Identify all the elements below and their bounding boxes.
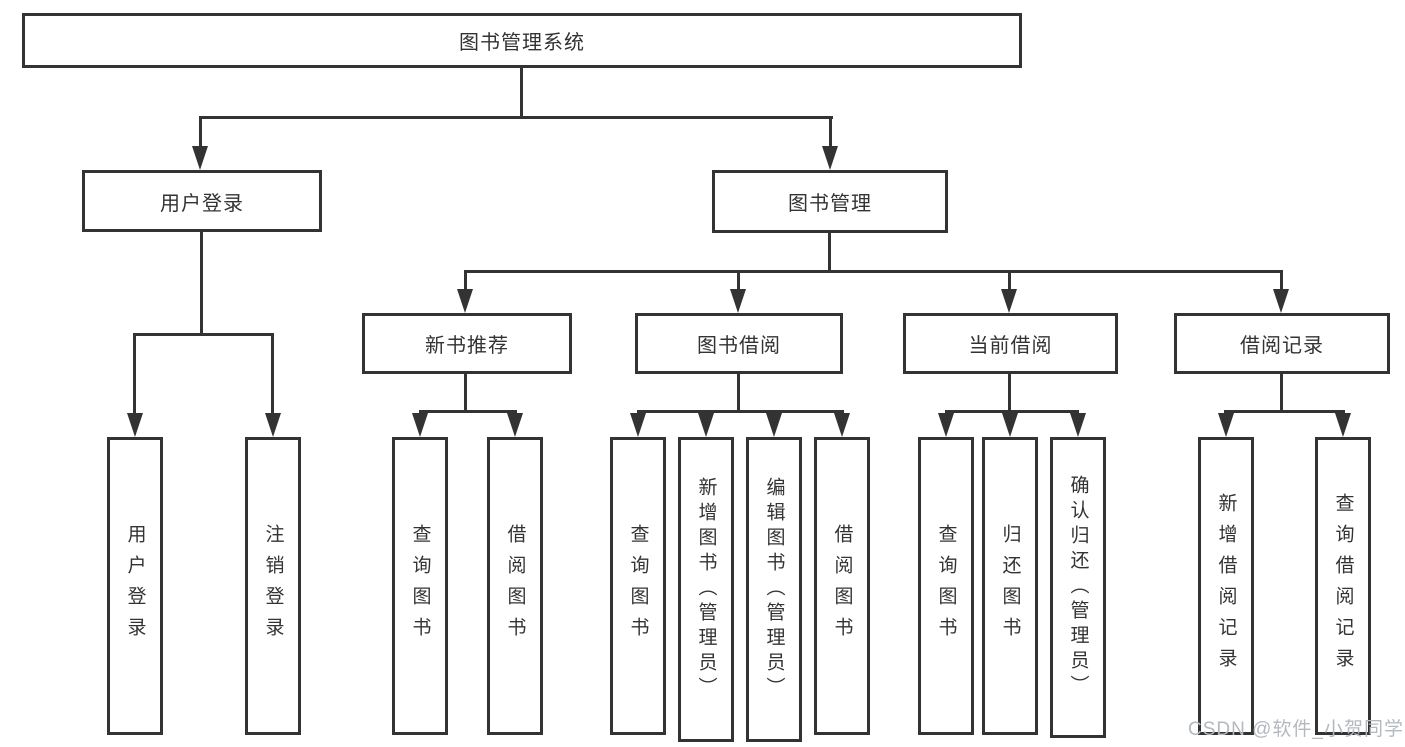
node-bb-add-books-admin: 新增图书（管理员） <box>678 437 734 742</box>
arrowhead-down-icon <box>766 413 782 437</box>
node-label: 查询图书 <box>409 524 431 648</box>
node-bb-borrow-books: 借阅图书 <box>814 437 870 735</box>
node-nbr-query-books: 查询图书 <box>392 437 448 735</box>
node-label: 新书推荐 <box>425 335 509 357</box>
connector-line <box>464 374 467 413</box>
node-br-query-borrow-record: 查询借阅记录 <box>1315 437 1371 735</box>
node-current-borrowing: 当前借阅 <box>903 313 1118 374</box>
node-label: 归还图书 <box>999 524 1021 648</box>
arrowhead-down-icon <box>1335 413 1351 437</box>
node-ul-user-login: 用户登录 <box>107 437 163 735</box>
connector-line <box>200 232 203 335</box>
node-label: 借阅记录 <box>1240 335 1324 357</box>
arrowhead-down-icon <box>1070 413 1086 437</box>
connector-line <box>419 410 517 413</box>
node-label: 编辑图书（管理员） <box>763 477 785 702</box>
node-label: 查询图书 <box>935 524 957 648</box>
node-label: 当前借阅 <box>968 335 1053 357</box>
connector-line <box>133 333 274 336</box>
connector-line <box>1008 270 1011 292</box>
arrowhead-down-icon <box>834 413 850 437</box>
node-label: 查询图书 <box>627 524 649 648</box>
arrowhead-down-icon <box>822 146 838 170</box>
connector-line <box>1280 270 1283 292</box>
node-label: 图书管理系统 <box>459 32 585 54</box>
node-bb-query-books: 查询图书 <box>610 437 666 735</box>
arrowhead-down-icon <box>127 413 143 437</box>
node-label: 确认归还（管理员） <box>1067 475 1089 700</box>
node-label: 借阅图书 <box>831 524 853 648</box>
node-cb-query-books: 查询图书 <box>918 437 974 735</box>
node-label: 用户登录 <box>124 524 146 648</box>
node-ul-logout-login: 注销登录 <box>245 437 301 735</box>
connector-line <box>737 374 740 413</box>
node-label: 新增图书（管理员） <box>695 477 717 702</box>
node-library-system-root: 图书管理系统 <box>22 13 1022 68</box>
arrowhead-down-icon <box>192 146 208 170</box>
arrowhead-down-icon <box>457 289 473 313</box>
connector-line <box>1224 410 1345 413</box>
connector-line <box>829 116 832 150</box>
node-label: 用户登录 <box>160 192 244 215</box>
connector-line <box>464 270 467 292</box>
arrowhead-down-icon <box>507 413 523 437</box>
node-label: 查询借阅记录 <box>1332 493 1354 679</box>
node-new-book-recommendation: 新书推荐 <box>362 313 572 374</box>
connector-line <box>828 233 831 273</box>
node-borrowing-records: 借阅记录 <box>1174 313 1390 374</box>
arrowhead-down-icon <box>1218 413 1234 437</box>
connector-line <box>737 270 740 292</box>
node-nbr-borrow-books: 借阅图书 <box>487 437 543 735</box>
connector-line <box>1280 374 1283 413</box>
arrowhead-down-icon <box>412 413 428 437</box>
connector-line <box>133 333 136 413</box>
node-cb-return-books: 归还图书 <box>982 437 1038 735</box>
connector-line <box>464 270 1283 273</box>
node-br-add-borrow-record: 新增借阅记录 <box>1198 437 1254 735</box>
node-label: 图书管理 <box>788 193 872 215</box>
arrowhead-down-icon <box>938 413 954 437</box>
connector-line <box>945 410 1079 413</box>
csdn-watermark: CSDN @软件_小贺同学 <box>1188 719 1404 740</box>
connector-line <box>1008 374 1011 413</box>
connector-line <box>199 116 833 119</box>
arrowhead-down-icon <box>265 413 281 437</box>
arrowhead-down-icon <box>730 289 746 313</box>
node-label: 图书借阅 <box>697 335 781 357</box>
connector-line <box>271 333 274 413</box>
node-label: 借阅图书 <box>504 524 526 648</box>
arrowhead-down-icon <box>1001 289 1017 313</box>
connector-line <box>199 116 202 150</box>
arrowhead-down-icon <box>698 413 714 437</box>
node-label: 新增借阅记录 <box>1215 493 1237 679</box>
arrowhead-down-icon <box>1002 413 1018 437</box>
arrowhead-down-icon <box>630 413 646 437</box>
arrowhead-down-icon <box>1273 289 1289 313</box>
node-book-management: 图书管理 <box>712 170 948 233</box>
connector-line <box>520 68 523 118</box>
node-user-login: 用户登录 <box>82 170 322 232</box>
node-book-borrowing: 图书借阅 <box>635 313 843 374</box>
node-cb-confirm-return-admin: 确认归还（管理员） <box>1050 437 1106 738</box>
node-label: 注销登录 <box>262 524 284 648</box>
connector-line <box>637 410 844 413</box>
node-bb-edit-books-admin: 编辑图书（管理员） <box>746 437 802 742</box>
